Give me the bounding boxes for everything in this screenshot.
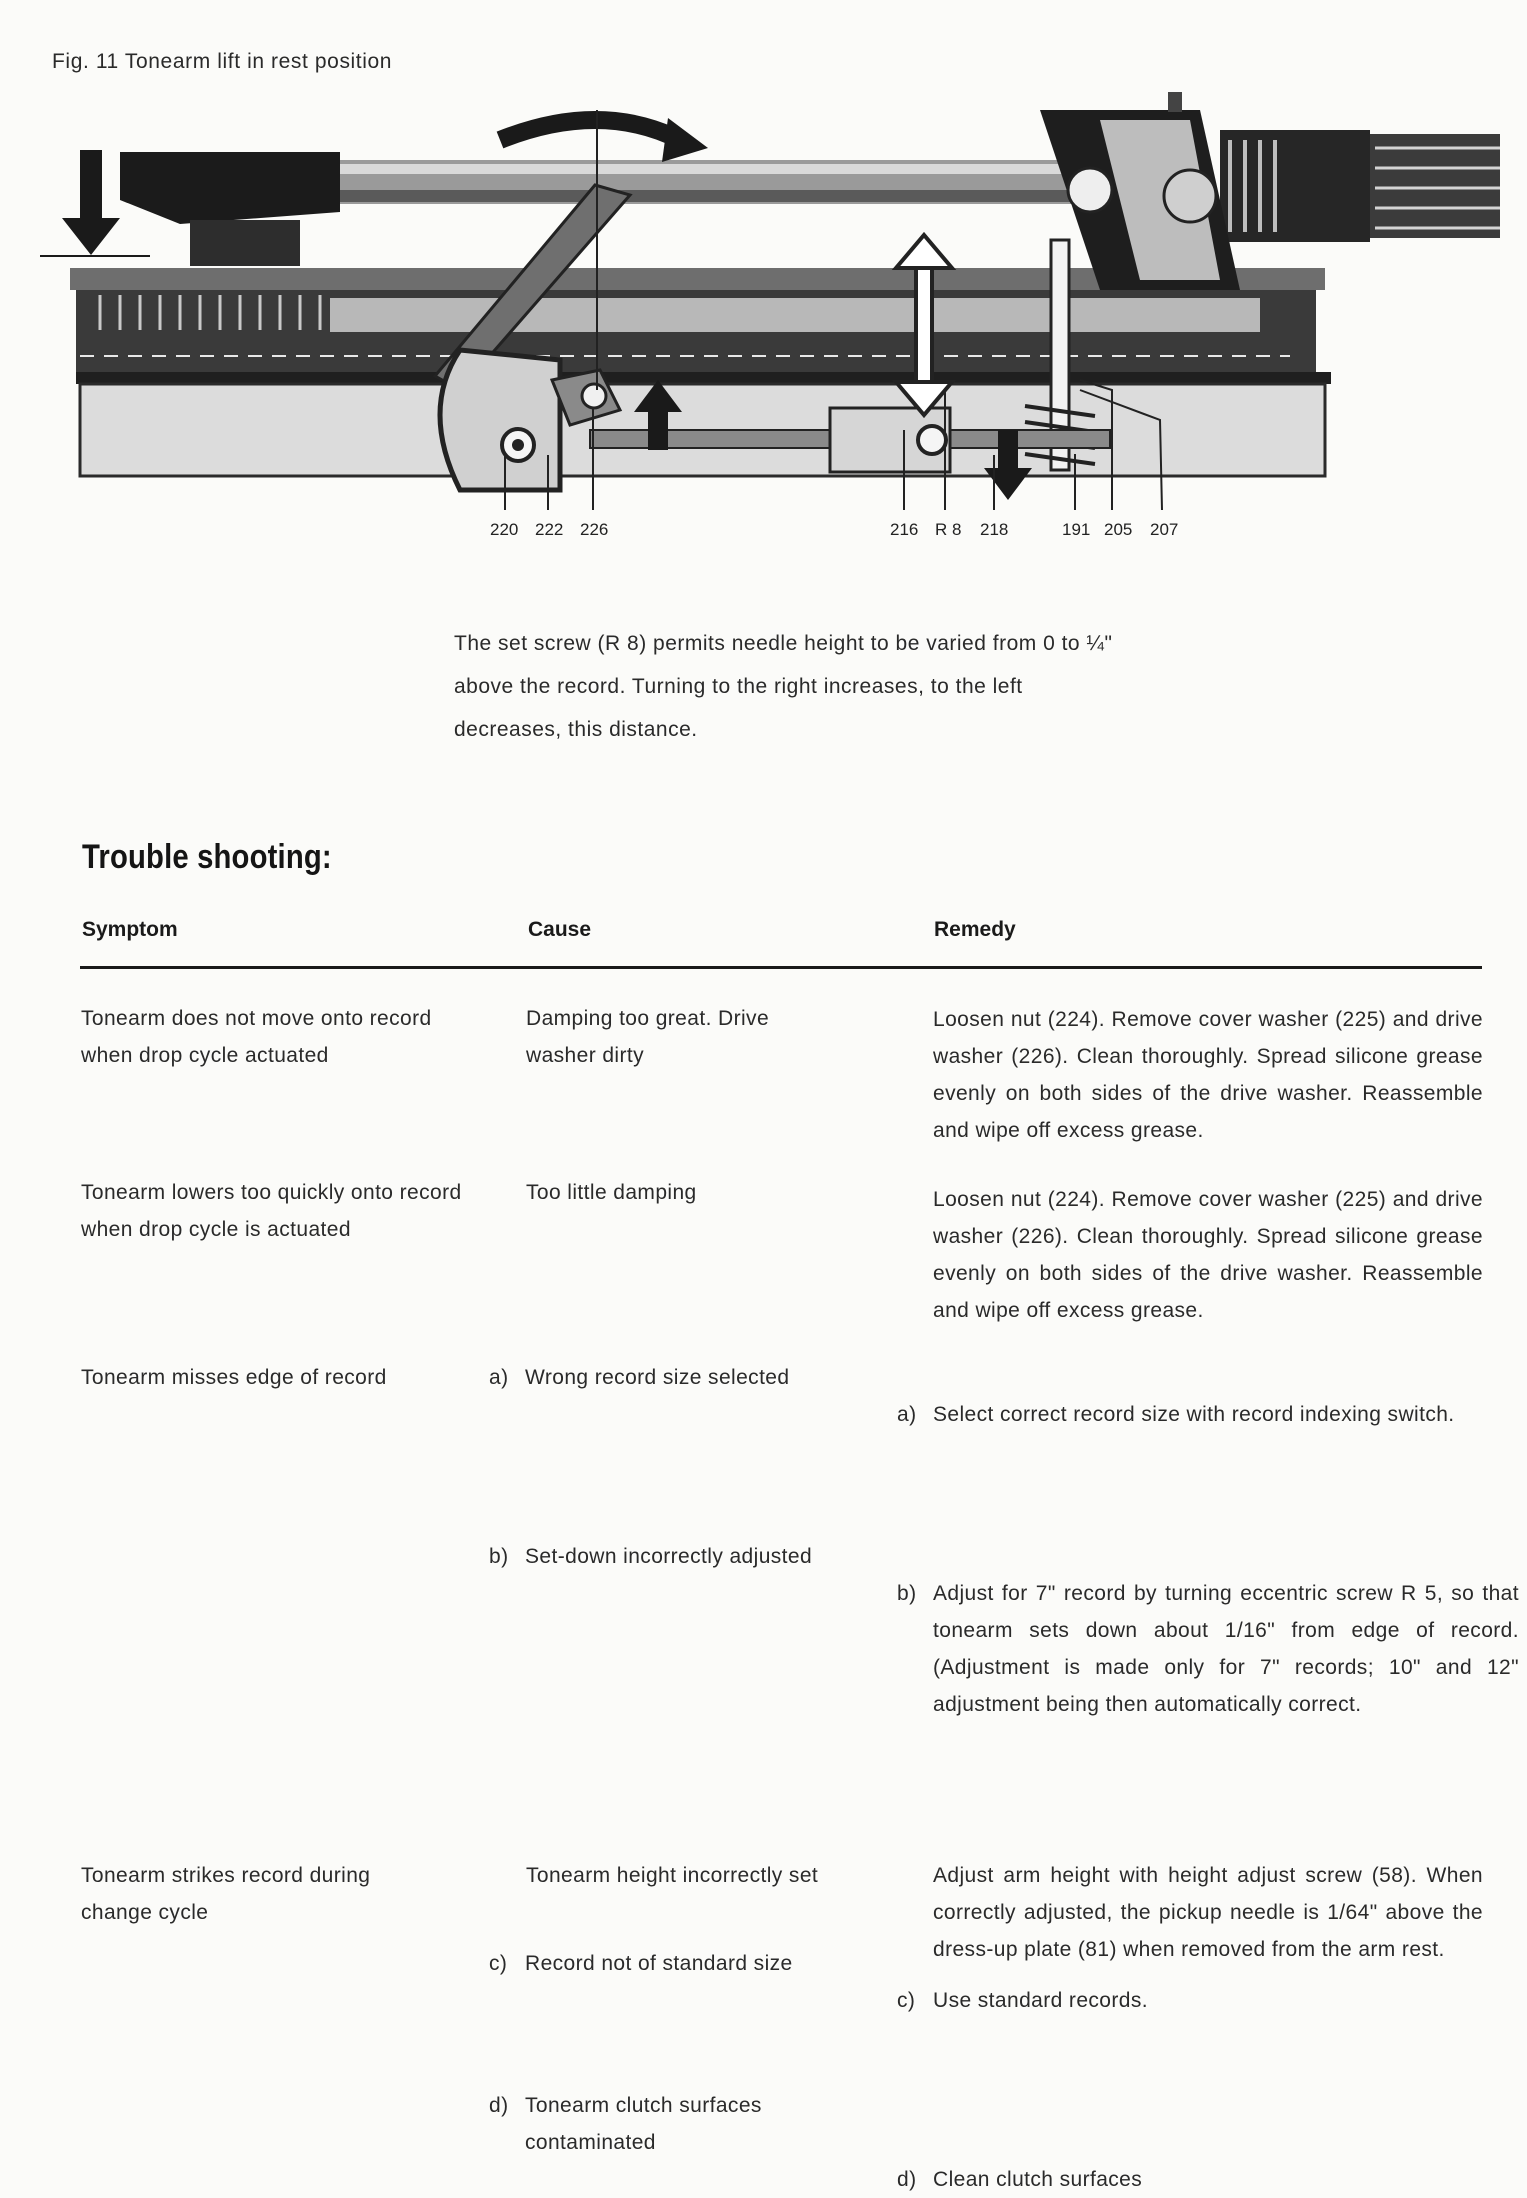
row3d-remedy: d) Clean clutch surfaces xyxy=(897,2161,1519,2198)
callout-218: 218 xyxy=(980,520,1008,539)
row3b-marker: b) xyxy=(489,1545,509,1568)
row4-cause: Tonearm height incorrectly set xyxy=(526,1864,819,1887)
row4-remedy: Adjust arm height with height adjust scr… xyxy=(933,1864,1483,1961)
row2-remedy: Loosen nut (224). Remove cover washer (2… xyxy=(933,1188,1483,1322)
row3d-cause-text: Tonearm clutch surfaces contaminated xyxy=(525,2094,762,2154)
row3d-remedy-text: Clean clutch surfaces xyxy=(933,2168,1143,2191)
figure-description: The set screw (R 8) permits needle heigh… xyxy=(454,632,1113,741)
callout-222: 222 xyxy=(535,520,563,539)
figure-caption: Fig. 11 Tonearm lift in rest position xyxy=(52,50,393,73)
row3b-cause-text: Set-down incorrectly adjusted xyxy=(525,1545,813,1568)
callout-226: 226 xyxy=(580,520,608,539)
row3a-remedy-marker: a) xyxy=(897,1403,917,1426)
callout-216: 216 xyxy=(890,520,918,539)
row1-cause: Damping too great. Drive washer dirty xyxy=(526,1007,770,1067)
row3b-remedy-text: Adjust for 7" record by turning eccentri… xyxy=(933,1582,1519,1716)
row3a-marker: a) xyxy=(489,1366,509,1389)
row3a-cause: a) Wrong record size selected xyxy=(489,1359,925,1396)
row3d-marker: d) xyxy=(489,2094,509,2117)
row3d-remedy-marker: d) xyxy=(897,2168,917,2191)
callout-205: 205 xyxy=(1104,520,1132,539)
row3b-remedy: b) Adjust for 7" record by turning eccen… xyxy=(897,1575,1519,1723)
troubleshooting-heading: Trouble shooting: xyxy=(82,838,332,876)
row3c-marker: c) xyxy=(489,1952,508,1975)
callout-r8: R 8 xyxy=(935,520,961,539)
tonearm-lift-illustration: 220 222 226 216 R 8 218 191 205 207 xyxy=(40,92,1500,539)
header-rule xyxy=(80,966,1482,969)
row3-symptom: Tonearm misses edge of record xyxy=(81,1366,387,1389)
row1-remedy: Loosen nut (224). Remove cover washer (2… xyxy=(933,1008,1483,1142)
row3c-remedy-marker: c) xyxy=(897,1989,916,2012)
column-header-cause: Cause xyxy=(528,918,592,941)
row3a-cause-text: Wrong record size selected xyxy=(525,1366,790,1389)
row3a-remedy: a) Select correct record size with recor… xyxy=(897,1396,1503,1433)
row3b-cause: b) Set-down incorrectly adjusted xyxy=(489,1538,925,1575)
column-header-remedy: Remedy xyxy=(934,918,1016,941)
row3d-cause: d) Tonearm clutch surfaces contaminated xyxy=(489,2087,855,2161)
row3b-remedy-marker: b) xyxy=(897,1582,917,1605)
row2-symptom: Tonearm lowers too quickly onto record w… xyxy=(81,1181,462,1241)
row1-symptom: Tonearm does not move onto record when d… xyxy=(81,1007,432,1067)
row4-symptom: Tonearm strikes record during change cyc… xyxy=(81,1864,371,1924)
callout-220: 220 xyxy=(490,520,518,539)
row3c-remedy-text: Use standard records. xyxy=(933,1989,1148,2012)
row3c-remedy: c) Use standard records. xyxy=(897,1982,1519,2019)
row3c-cause: c) Record not of standard size xyxy=(489,1945,925,1982)
row3c-cause-text: Record not of standard size xyxy=(525,1952,793,1975)
row2-cause: Too little damping xyxy=(526,1181,697,1204)
row3a-remedy-text: Select correct record size with record i… xyxy=(933,1403,1455,1426)
column-header-symptom: Symptom xyxy=(82,918,178,941)
callout-207: 207 xyxy=(1150,520,1178,539)
callout-191: 191 xyxy=(1062,520,1090,539)
